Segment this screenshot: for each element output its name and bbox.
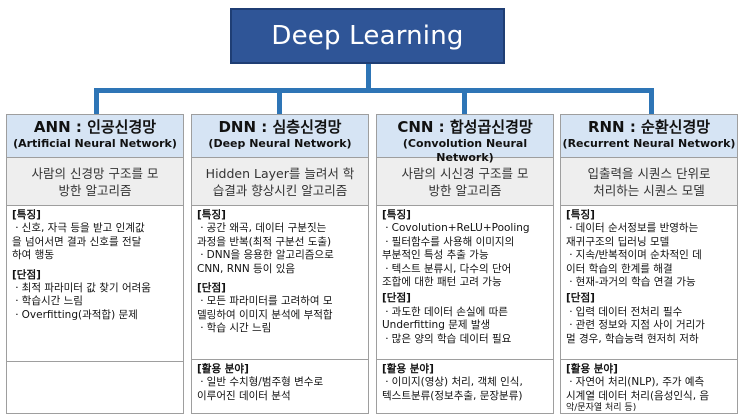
list-item: ㆍ신호, 자극 등을 받고 인계값 bbox=[12, 222, 145, 235]
list-item: ㆍ학습 시간 느림 bbox=[197, 322, 272, 335]
list-item: ㆍ과도한 데이터 손실에 따른 bbox=[382, 305, 508, 318]
ann-title: ANN : 인공신경망 bbox=[33, 118, 157, 136]
list-item: ㆍ입력 데이터 전처리 필수 bbox=[566, 305, 683, 318]
dnn-desc-line: Hidden Layer를 늘려서 학 bbox=[205, 165, 355, 181]
list-item: 과정을 반복(최적 구분선 도출) bbox=[197, 235, 332, 248]
cons-label: [단점] bbox=[12, 268, 41, 281]
dnn-features: [특징] ㆍ공간 왜곡, 데이터 구분짓는 과정을 반복(최적 구분선 도출) … bbox=[192, 206, 368, 336]
column-cnn: CNN : 합성곱신경망 (Convolution Neural Network… bbox=[376, 114, 554, 414]
features-label: [특징] bbox=[12, 209, 41, 221]
cnn-title: CNN : 합성곱신경망 bbox=[397, 118, 533, 136]
rnn-desc-line: 입출력을 시퀀스 단위로 bbox=[587, 165, 711, 181]
rnn-header: RNN : 순환신경망 (Recurrent Neural Network) bbox=[561, 115, 737, 158]
connector-cnn bbox=[462, 88, 467, 114]
column-rnn: RNN : 순환신경망 (Recurrent Neural Network) 입… bbox=[560, 114, 738, 414]
features-label: [특징] bbox=[197, 209, 226, 221]
list-item: CNN, RNN 등이 있음 bbox=[197, 262, 296, 275]
rnn-features: [특징] ㆍ데이터 순서정보를 반영하는 재귀구조의 딥러닝 모델 ㆍ지속/반복… bbox=[561, 206, 737, 346]
list-item: ㆍ이미지(영상) 처리, 객체 인식, bbox=[382, 376, 523, 389]
list-item: ㆍ자연어 처리(NLP), 주가 예측 bbox=[566, 376, 705, 389]
rnn-subtitle: (Recurrent Neural Network) bbox=[562, 137, 736, 150]
column-ann: ANN : 인공신경망 (Artificial Neural Network) … bbox=[6, 114, 184, 414]
list-item: 이루어진 데이터 분석 bbox=[197, 389, 291, 402]
list-item: ㆍ데이터 순서정보를 반영하는 bbox=[566, 222, 699, 235]
rnn-desc-line: 처리하는 시퀀스 모델 bbox=[593, 182, 705, 198]
cnn-desc-line: 방한 알고리즘 bbox=[428, 182, 502, 198]
list-item: 하여 행동 bbox=[12, 249, 54, 262]
connector-dnn bbox=[277, 88, 282, 114]
list-item: 악/문자열 처리 등) bbox=[566, 403, 637, 414]
cnn-features: [특징] ㆍCovolution+ReLU+Pooling ㆍ필터함수를 사용해… bbox=[377, 206, 553, 346]
ann-subtitle: (Artificial Neural Network) bbox=[13, 137, 177, 150]
rnn-title: RNN : 순환신경망 bbox=[587, 118, 711, 136]
list-item: ㆍ일반 수치형/범주형 변수로 bbox=[197, 376, 324, 389]
connector-ann bbox=[94, 88, 99, 114]
ann-desc-line: 사람의 신경망 구조를 모 bbox=[31, 165, 159, 181]
list-item: 부분적인 특성 추출 가능 bbox=[382, 249, 489, 262]
list-item: 델링하여 이미지 분석에 부적합 bbox=[197, 308, 333, 321]
dnn-uses: [활용 분야] ㆍ일반 수치형/범주형 변수로 이루어진 데이터 분석 bbox=[192, 359, 368, 403]
cnn-uses: [활용 분야] ㆍ이미지(영상) 처리, 객체 인식, 텍스트분류(정보추출, … bbox=[377, 359, 553, 403]
list-item: 텍스트분류(정보추출, 문장분류) bbox=[382, 389, 523, 402]
ann-header: ANN : 인공신경망 (Artificial Neural Network) bbox=[7, 115, 183, 158]
ann-uses-divider bbox=[7, 361, 183, 362]
ann-desc-line: 방한 알고리즘 bbox=[58, 182, 132, 198]
cons-label: [단점] bbox=[382, 292, 411, 305]
list-item: 시계열 데이터 처리(음성인식, 음 bbox=[566, 389, 710, 402]
list-item: ㆍ최적 파라미터 값 찾기 어려움 bbox=[12, 282, 151, 295]
rnn-uses: [활용 분야] ㆍ자연어 처리(NLP), 주가 예측 시계열 데이터 처리(음… bbox=[561, 359, 737, 413]
list-item: ㆍ관련 정보와 지점 사이 거리가 bbox=[566, 319, 705, 332]
features-label: [특징] bbox=[566, 209, 595, 221]
cnn-header: CNN : 합성곱신경망 (Convolution Neural Network… bbox=[377, 115, 553, 164]
list-item: ㆍ많은 양의 학습 데이터 필요 bbox=[382, 332, 512, 345]
list-item: 이터 학습의 한계를 해결 bbox=[566, 262, 673, 275]
list-item: 을 넘어서면 결과 신호를 전달 bbox=[12, 235, 142, 248]
cons-label: [단점] bbox=[197, 282, 226, 295]
cnn-subtitle: (Convolution Neural Network) bbox=[402, 137, 528, 164]
column-dnn: DNN : 심층신경망 (Deep Neural Network) Hidden… bbox=[191, 114, 369, 414]
list-item: ㆍ공간 왜곡, 데이터 구분짓는 bbox=[197, 222, 327, 235]
list-item: ㆍ모든 파라미터를 고려하여 모 bbox=[197, 295, 333, 308]
dnn-header: DNN : 심층신경망 (Deep Neural Network) bbox=[192, 115, 368, 158]
root-title: Deep Learning bbox=[271, 21, 464, 51]
list-item: ㆍ텍스트 분류시, 다수의 단어 bbox=[382, 262, 512, 275]
list-item: ㆍCovolution+ReLU+Pooling bbox=[382, 222, 530, 235]
uses-label: [활용 분야] bbox=[566, 363, 618, 375]
dnn-subtitle: (Deep Neural Network) bbox=[208, 137, 352, 150]
list-item: ㆍ현재-과거의 학습 연결 가능 bbox=[566, 276, 696, 289]
features-label: [특징] bbox=[382, 209, 411, 221]
list-item: ㆍDNN을 응용한 알고리즘으로 bbox=[197, 249, 334, 262]
connector-bar bbox=[94, 88, 654, 93]
list-item: 재귀구조의 딥러닝 모델 bbox=[566, 235, 670, 248]
uses-label: [활용 분야] bbox=[197, 363, 249, 375]
list-item: ㆍ학습시간 느림 bbox=[12, 295, 83, 308]
uses-label: [활용 분야] bbox=[382, 363, 434, 375]
list-item: ㆍ지속/반복적이며 순차적인 데 bbox=[566, 249, 702, 262]
list-item: 멀 경우, 학습능력 현저히 저하 bbox=[566, 332, 699, 345]
dnn-title: DNN : 심층신경망 bbox=[218, 118, 342, 136]
cons-label: [단점] bbox=[566, 292, 595, 305]
dnn-desc-line: 습결과 향상시킨 알고리즘 bbox=[212, 182, 348, 198]
connector-trunk bbox=[366, 64, 371, 90]
list-item: ㆍ필터함수를 사용해 이미지의 bbox=[382, 235, 515, 248]
list-item: Underfitting 문제 발생 bbox=[382, 319, 491, 332]
list-item: ㆍOverfitting(과적합) 문제 bbox=[12, 308, 138, 321]
ann-features: [특징] ㆍ신호, 자극 등을 받고 인계값 을 넘어서면 결과 신호를 전달 … bbox=[7, 206, 183, 322]
list-item: 조합에 대한 패턴 고려 가능 bbox=[382, 276, 502, 289]
cnn-desc-line: 사람의 시신경 구조를 모 bbox=[401, 165, 529, 181]
root-node-deep-learning: Deep Learning bbox=[230, 8, 505, 64]
connector-rnn bbox=[649, 88, 654, 114]
